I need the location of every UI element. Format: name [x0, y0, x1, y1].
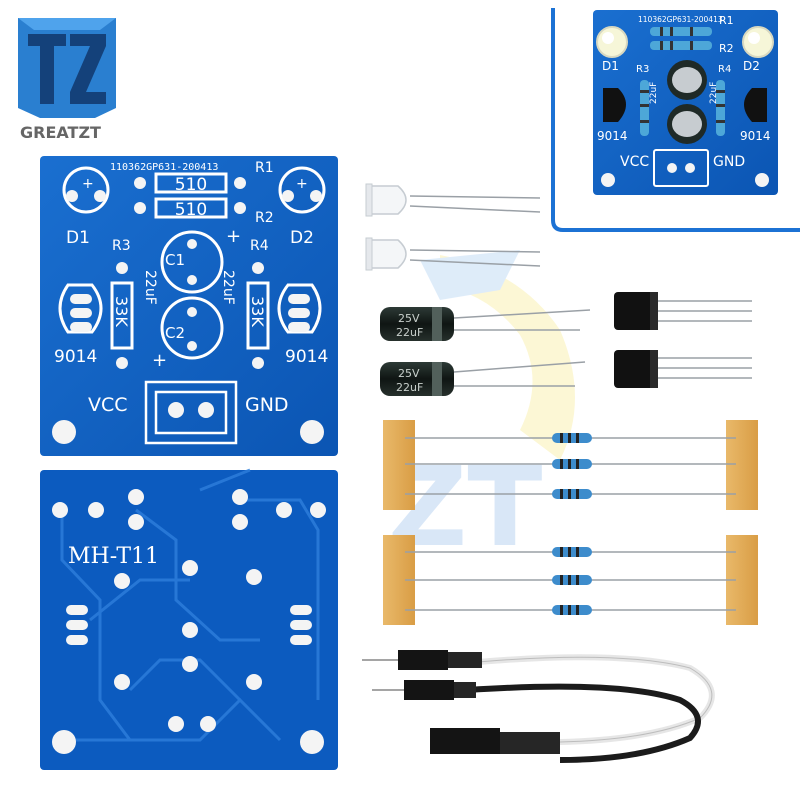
- label-q1: 9014: [54, 347, 97, 367]
- label-c1: C1: [165, 251, 185, 269]
- pcb-code: 110362GP631-200413: [110, 162, 218, 173]
- label-c2: C2: [165, 324, 185, 342]
- cap1-value: 22uF: [396, 326, 423, 339]
- label-r3: R3: [112, 238, 131, 254]
- pcb-back: MH-T11: [40, 468, 338, 770]
- cap2-value: 22uF: [396, 381, 423, 394]
- inset-transistor-q2: [744, 88, 767, 122]
- inset-assembled-board: 110362GP631-200413 R1 R2 D1 D2 R3 R4 22u…: [551, 8, 800, 232]
- white-led-2: [365, 237, 541, 271]
- inset-q2: 9014: [740, 129, 771, 143]
- resistor-tape-set-2: [383, 535, 758, 625]
- cap1-voltage: 25V: [398, 312, 420, 325]
- d1-plus: +: [82, 176, 94, 192]
- c1-value: 22uF: [142, 270, 158, 305]
- inset-c2-value: 22uF: [709, 82, 719, 104]
- inset-gnd: GND: [713, 154, 745, 170]
- inset-vcc: VCC: [620, 154, 649, 170]
- electrolytic-capacitor-2: 25V 22uF: [380, 361, 586, 396]
- pcb-front: 110362GP631-200413 R1 R2 510 510 + D1 + …: [40, 156, 338, 456]
- label-r1: R1: [255, 160, 274, 176]
- label-vcc: VCC: [88, 394, 128, 416]
- c1-plus: +: [226, 226, 241, 247]
- brand-name: GREATZT: [20, 123, 101, 142]
- label-r2: R2: [255, 210, 274, 226]
- c2-value: 22uF: [220, 270, 236, 305]
- d2-plus: +: [296, 176, 308, 192]
- label-d2: D2: [290, 228, 314, 248]
- inset-q1: 9014: [597, 129, 628, 143]
- cap2-voltage: 25V: [398, 367, 420, 380]
- inset-d1: D1: [602, 59, 619, 73]
- inset-d2: D2: [743, 59, 760, 73]
- label-d1: D1: [66, 228, 90, 248]
- inset-c1-value: 22uF: [649, 82, 659, 104]
- label-q2: 9014: [285, 347, 328, 367]
- transistor-9014-1: [614, 292, 752, 330]
- inset-r2: R2: [719, 42, 734, 55]
- resistor-tape-set-1: [383, 420, 758, 510]
- inset-transistor-q1: [603, 88, 626, 122]
- r4-value: 33K: [248, 296, 267, 327]
- r2-value: 510: [175, 200, 207, 220]
- brand-logo: GREATZT: [18, 18, 116, 142]
- label-gnd: GND: [245, 394, 289, 416]
- inset-r3: R3: [636, 64, 649, 75]
- inset-code: 110362GP631-200413: [638, 15, 723, 24]
- jumper-wires: [362, 650, 715, 763]
- inset-r4: R4: [718, 64, 731, 75]
- white-led-1: [365, 183, 541, 217]
- c2-plus: +: [152, 350, 167, 371]
- inset-r1: R1: [719, 14, 734, 27]
- transistor-9014-2: [614, 350, 752, 388]
- electrolytic-capacitor-1: 25V 22uF: [380, 307, 591, 341]
- r3-value: 33K: [112, 296, 131, 327]
- back-model: MH-T11: [68, 544, 159, 569]
- r1-value: 510: [175, 175, 207, 195]
- label-r4: R4: [250, 238, 269, 254]
- watermark: ZT: [388, 250, 575, 571]
